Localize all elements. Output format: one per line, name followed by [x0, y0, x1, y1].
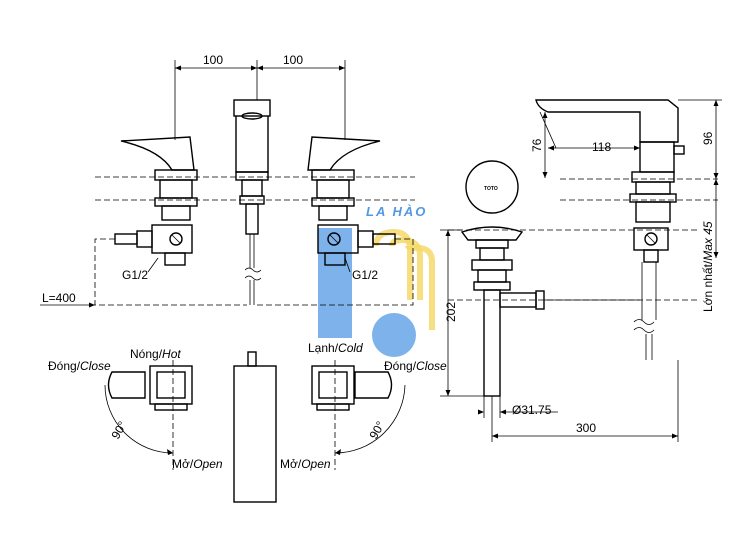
dim-rod-length: 300	[576, 421, 596, 435]
label-close-right: Đóng/Close	[384, 359, 447, 373]
label-open-left: Mở/Open	[172, 457, 223, 471]
brand-mark-text: TOTO	[484, 186, 498, 192]
label-open-right: Mở/Open	[280, 457, 331, 471]
handle-top-view-left: Nóng/Hot Đóng/Close 90° Mở/Open	[48, 347, 223, 471]
dim-max-thickness: Lớn nhất/Max 45	[701, 221, 715, 312]
dim-spout-reach: 118	[592, 140, 611, 154]
thread-labels: G1/2 G1/2	[122, 257, 378, 282]
hot-handle-front	[114, 136, 198, 266]
spacing-dimension: 100 100	[174, 53, 346, 140]
label-hot: Nóng/Hot	[130, 347, 181, 361]
counter-surface-front	[95, 176, 415, 201]
dim-hose-length: L=400	[42, 291, 76, 305]
thread-right-label: G1/2	[352, 268, 378, 282]
handle-top-view-right: Lạnh/Cold Đóng/Close 90° Mở/Open	[280, 341, 447, 471]
dim-total-height: 96	[701, 131, 715, 145]
cold-handle-front	[307, 136, 396, 266]
supply-hoses: L=400	[40, 238, 414, 308]
dim-drain-length: 202	[444, 302, 458, 322]
side-view-dimensions: 118 76 96 Lớn nhất/Max 45	[530, 99, 722, 312]
dim-spout-height: 76	[530, 138, 544, 152]
spout-top-view	[233, 351, 277, 503]
label-cold: Lạnh/Cold	[308, 341, 363, 355]
spout-front	[233, 99, 271, 305]
drain-dimensions: 202 Ø31.75 300	[440, 229, 679, 442]
watermark-logo: LA HÀO	[318, 204, 435, 357]
spout-side-view	[535, 99, 718, 360]
watermark-text: LA HÀO	[366, 204, 427, 219]
pop-up-drain	[448, 226, 700, 397]
drain-cap-top-view: TOTO	[465, 160, 519, 214]
label-angle-left: 90°	[108, 419, 129, 442]
label-close-left: Đóng/Close	[48, 359, 111, 373]
thread-left-label: G1/2	[122, 268, 148, 282]
label-angle-right: 90°	[366, 419, 387, 442]
dim-drain-diameter: Ø31.75	[512, 403, 552, 417]
dim-spacing-left: 100	[203, 53, 223, 67]
dim-spacing-right: 100	[283, 53, 303, 67]
